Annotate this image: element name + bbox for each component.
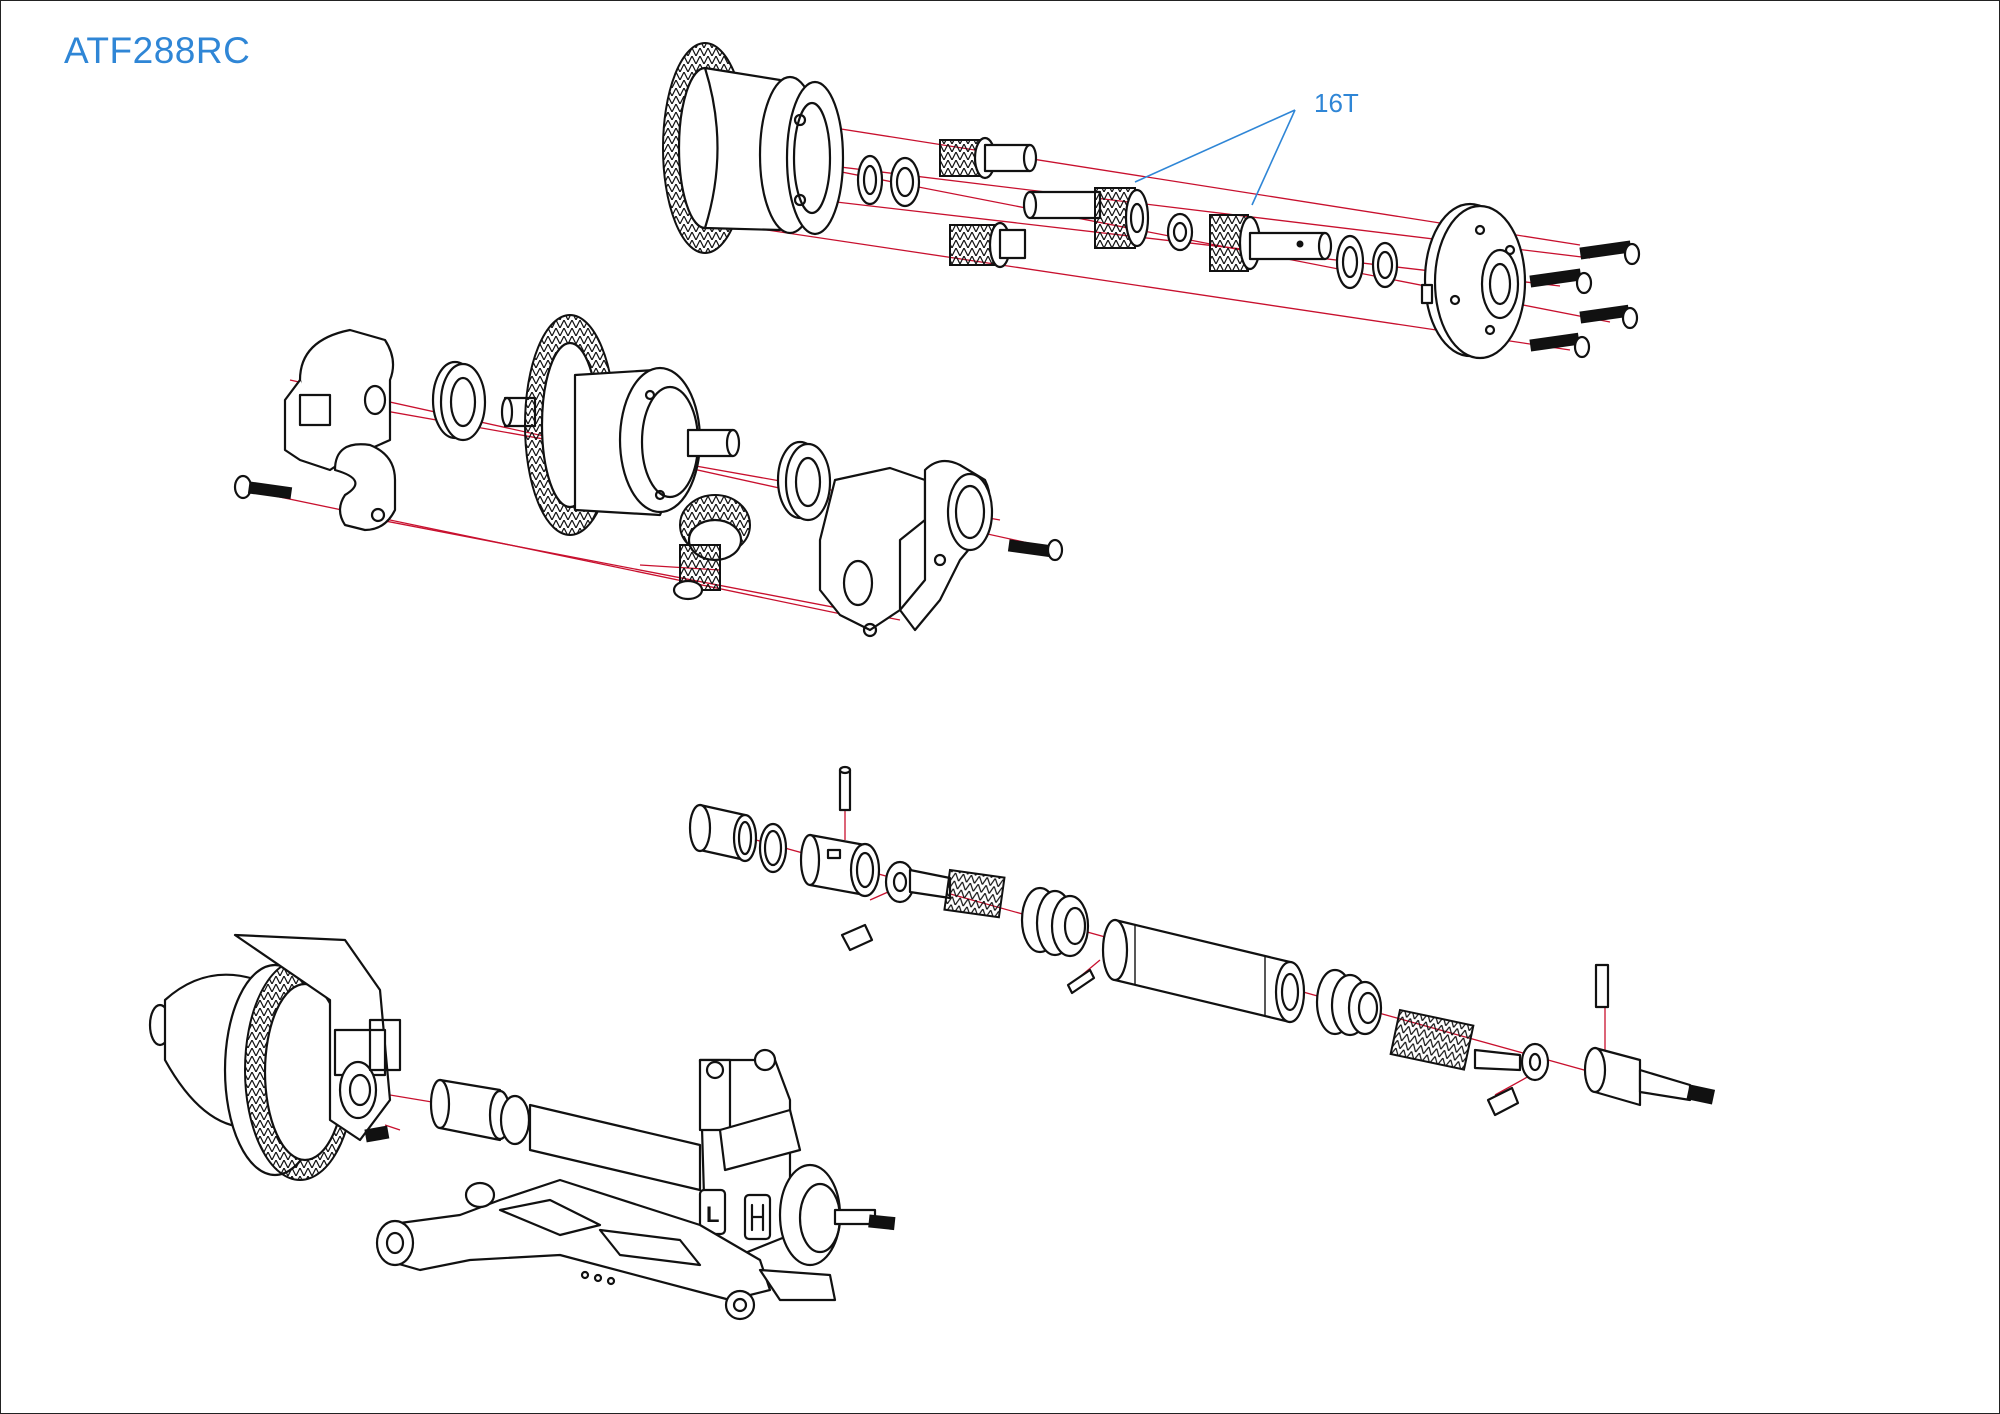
cvd-joint-inner <box>884 860 1006 919</box>
hub-carrier: L <box>698 1048 896 1267</box>
bearing-left <box>431 360 487 442</box>
cross-pin <box>1594 963 1610 1009</box>
cvd-main-shaft <box>1101 918 1306 1024</box>
cvd-boot-outer <box>1315 968 1383 1037</box>
diff-internals-group <box>662 42 1641 360</box>
diff-ring-gear <box>662 42 845 254</box>
cvd-assembled <box>429 1078 702 1192</box>
cap-screws-diff <box>1529 240 1641 359</box>
retaining-pin <box>840 923 874 952</box>
cvd-boot-inner <box>1020 886 1090 958</box>
spider-gear-lower <box>949 221 1027 269</box>
assembled-view-group: L <box>148 933 896 1321</box>
shim-washer <box>889 156 921 208</box>
housing-right-half <box>818 459 994 638</box>
retaining-pin <box>1066 968 1096 995</box>
lower-suspension-arm <box>375 1178 837 1321</box>
side-marking: L <box>706 1202 719 1227</box>
shim-washer <box>1371 241 1399 289</box>
callout-leaders <box>1134 109 1296 206</box>
gear-tooth-callout: 16T <box>1314 88 1359 118</box>
cvd-spline-outer <box>1389 1008 1550 1082</box>
center-shaft-assembly <box>1022 187 1333 272</box>
spider-gear-upper <box>939 136 1038 180</box>
cap-screws-housing <box>233 474 1064 562</box>
gearbox-assembled <box>148 933 402 1181</box>
retaining-pin <box>1486 1086 1520 1117</box>
shim-washer <box>1335 234 1365 290</box>
bearing-right <box>776 440 832 522</box>
cvd-driveshaft-group <box>688 765 1716 1117</box>
outdrive-cup <box>799 833 881 898</box>
cross-pin <box>838 768 852 812</box>
model-title: ATF288RC <box>64 30 251 71</box>
housing-left-half <box>283 328 397 532</box>
cvd-sleeve <box>688 803 758 863</box>
diff-cover <box>1420 202 1527 360</box>
shim-washer <box>856 154 884 206</box>
pinion-gear <box>672 494 751 601</box>
gearbox-housing-group <box>233 314 1064 638</box>
axle-stub <box>1583 1046 1716 1107</box>
diff-assembly-ring-gear <box>500 314 741 536</box>
